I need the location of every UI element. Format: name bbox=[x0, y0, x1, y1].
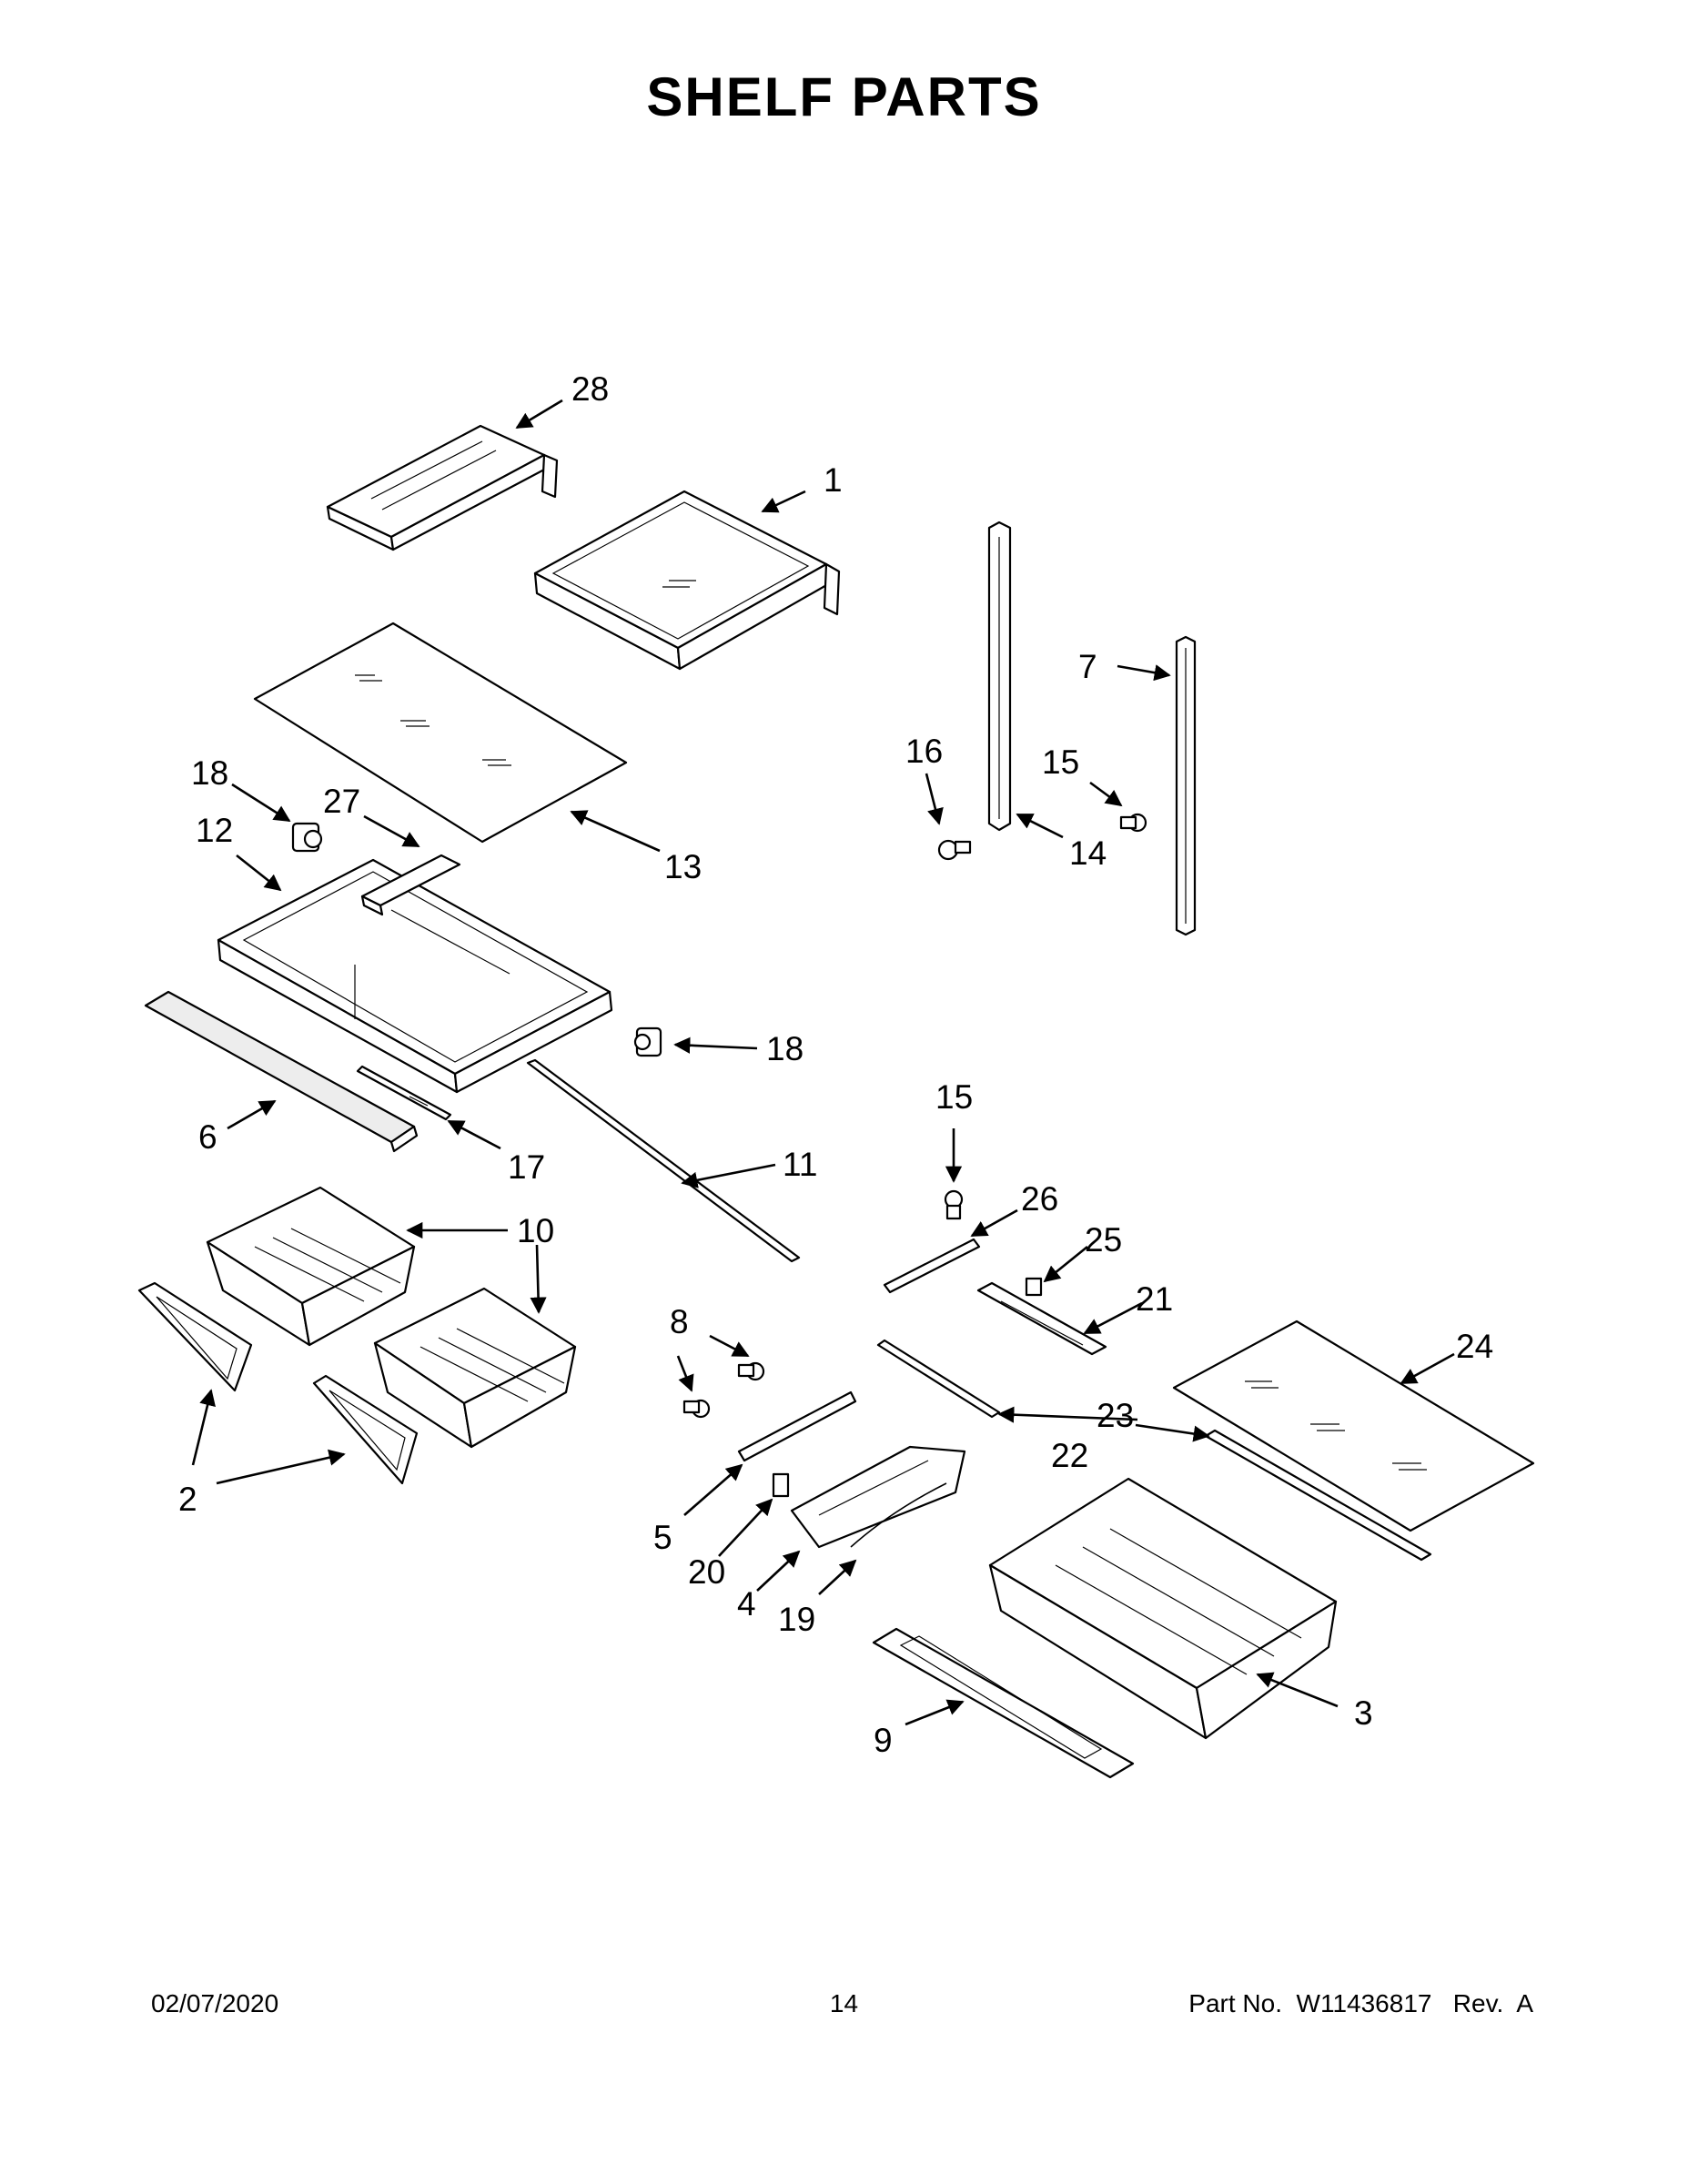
part-23-rod bbox=[1204, 1429, 1432, 1562]
callout-1: 1 bbox=[824, 461, 843, 499]
part-5-slide bbox=[737, 1390, 857, 1462]
part-13-glass-panel bbox=[253, 622, 628, 844]
callout-14: 14 bbox=[1069, 834, 1107, 872]
part-12-shelf-frame bbox=[217, 858, 613, 1094]
part-18-clip-lower bbox=[633, 1026, 662, 1057]
part-4-bracket bbox=[790, 1445, 966, 1549]
callout-23: 23 bbox=[1097, 1397, 1134, 1434]
part-21-slide bbox=[976, 1281, 1107, 1356]
part-3-pan bbox=[988, 1477, 1338, 1740]
callout-26: 26 bbox=[1021, 1180, 1058, 1218]
part-15-screw-upper bbox=[1119, 813, 1147, 833]
callout-21: 21 bbox=[1136, 1280, 1173, 1318]
callout-16: 16 bbox=[905, 733, 943, 770]
callout-17: 17 bbox=[508, 1148, 545, 1186]
part-25-tab bbox=[1025, 1277, 1043, 1297]
callout-labels: 28 1 7 16 15 14 13 18 27 12 18 6 17 11 1… bbox=[178, 370, 1493, 1759]
part-8-screw-1 bbox=[737, 1361, 765, 1381]
callout-12: 12 bbox=[196, 812, 233, 849]
callout-28: 28 bbox=[571, 370, 609, 408]
callout-11: 11 bbox=[783, 1146, 817, 1183]
part-2-cover-lower bbox=[312, 1374, 419, 1485]
part-8-screw-2 bbox=[682, 1399, 711, 1419]
part-17-slide bbox=[356, 1065, 452, 1121]
callout-18-lower: 18 bbox=[766, 1030, 804, 1067]
part-6-trim bbox=[144, 990, 419, 1153]
callout-22: 22 bbox=[1051, 1437, 1088, 1474]
part-24-glass-panel bbox=[1172, 1320, 1535, 1532]
part-7-rail bbox=[1175, 635, 1197, 936]
callout-arrows bbox=[191, 399, 1455, 1726]
callout-7: 7 bbox=[1078, 648, 1097, 685]
part-16-screw bbox=[937, 839, 972, 861]
callout-27: 27 bbox=[323, 783, 360, 820]
part-9-cover bbox=[872, 1627, 1135, 1779]
part-26-bracket bbox=[883, 1238, 981, 1294]
callout-15-upper: 15 bbox=[1042, 743, 1079, 781]
footer-part-number: Part No. W11436817 Rev. A bbox=[1188, 1989, 1533, 2017]
page-title: SHELF PARTS bbox=[646, 66, 1042, 127]
part-18-clip-upper bbox=[291, 822, 323, 853]
callout-13: 13 bbox=[664, 848, 702, 885]
callout-19: 19 bbox=[778, 1601, 815, 1638]
callout-18-upper: 18 bbox=[191, 754, 228, 792]
callout-9: 9 bbox=[874, 1722, 893, 1759]
part-22-rail bbox=[876, 1339, 1001, 1419]
part-2-cover-upper bbox=[137, 1281, 253, 1392]
part-10-drawer-lower bbox=[373, 1287, 577, 1449]
footer-page-number: 14 bbox=[829, 1989, 859, 2017]
callout-5: 5 bbox=[653, 1519, 672, 1556]
callout-8: 8 bbox=[670, 1303, 689, 1340]
part-10-drawer-upper bbox=[206, 1186, 416, 1347]
callout-6: 6 bbox=[198, 1118, 217, 1156]
part-15-screw-lower bbox=[944, 1189, 964, 1220]
part-27-bracket bbox=[360, 854, 461, 916]
callout-10: 10 bbox=[517, 1212, 554, 1249]
callout-24: 24 bbox=[1456, 1328, 1493, 1365]
part-28-shelf bbox=[326, 424, 559, 551]
part-11-rod bbox=[526, 1058, 801, 1263]
callout-2: 2 bbox=[178, 1481, 197, 1518]
callout-15-lower: 15 bbox=[935, 1078, 973, 1116]
part-19-wire bbox=[850, 1482, 947, 1548]
part-20-clip bbox=[772, 1472, 790, 1498]
footer-date: 02/07/2020 bbox=[151, 1989, 279, 2017]
part-14-rail bbox=[987, 521, 1012, 832]
part-1-shelf bbox=[533, 490, 841, 671]
callout-20: 20 bbox=[688, 1553, 725, 1591]
callout-3: 3 bbox=[1354, 1694, 1373, 1732]
callout-25: 25 bbox=[1085, 1221, 1122, 1259]
callout-4: 4 bbox=[737, 1585, 756, 1623]
